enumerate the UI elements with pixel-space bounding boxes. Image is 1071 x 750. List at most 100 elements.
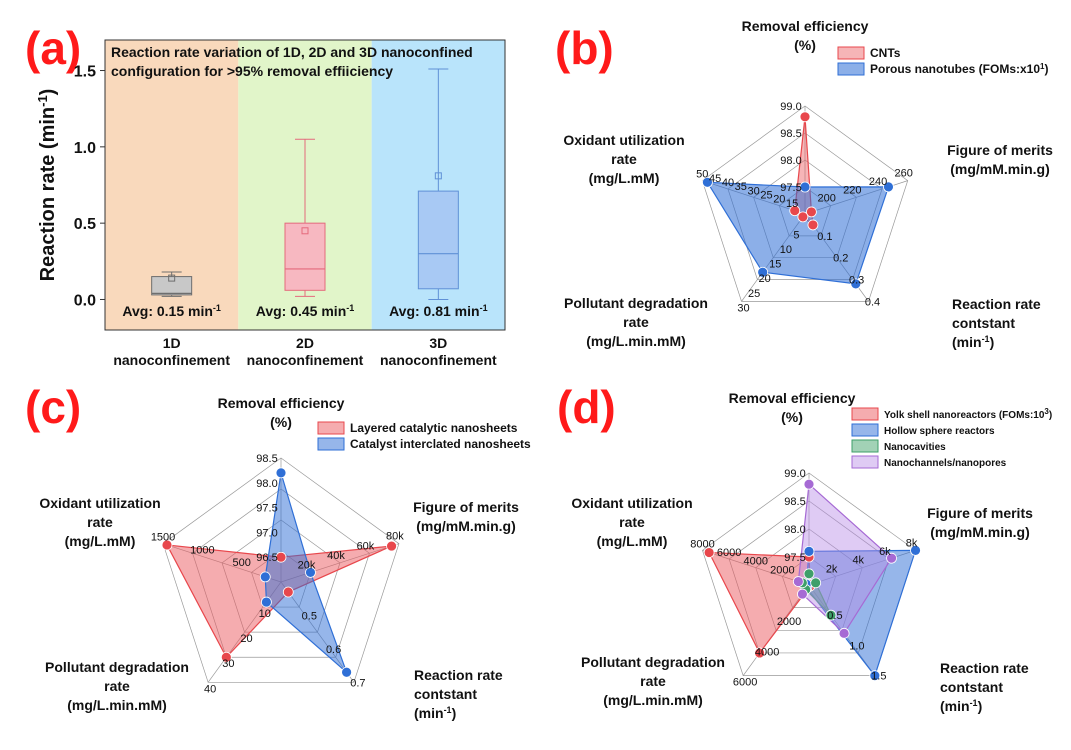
panel-a-title-line: configuration for >95% removal effiicien… bbox=[111, 63, 393, 79]
panel-c-letter: (c) bbox=[25, 381, 81, 433]
legend-label: Porous nanotubes (FOMs:x101) bbox=[870, 62, 1048, 77]
radar-tick-label: 0.1 bbox=[817, 231, 832, 243]
legend-swatch bbox=[851, 439, 879, 453]
radar-point bbox=[275, 467, 287, 479]
radar-axis-label: Figure of merits bbox=[927, 505, 1033, 521]
radar-tick-label: 10 bbox=[780, 244, 792, 256]
radar-axis-label: (mg/mM.min.g) bbox=[930, 524, 1030, 540]
radar-axis-label: Removal efficiency bbox=[742, 18, 869, 34]
radar-axis-label: Removal efficiency bbox=[729, 390, 856, 406]
radar-tick-label: 2000 bbox=[777, 616, 801, 628]
radar-tick-label: 8000 bbox=[690, 538, 714, 550]
panel-a-xtick-label: 1D bbox=[163, 335, 181, 351]
radar-axis-label: Reaction rate bbox=[952, 296, 1041, 312]
radar-tick-label: 98.0 bbox=[780, 155, 801, 167]
radar-tick-label: 98.5 bbox=[780, 128, 801, 140]
radar-tick-label: 0.6 bbox=[326, 644, 341, 656]
legend-swatch bbox=[317, 421, 345, 435]
radar-tick-label: 20k bbox=[298, 559, 316, 571]
radar-tick-label: 4000 bbox=[755, 646, 779, 658]
panel-a-frame bbox=[104, 39, 506, 331]
radar-point bbox=[910, 544, 921, 556]
radar-axis-label: Removal efficiency bbox=[218, 395, 345, 411]
legend-swatch bbox=[837, 46, 865, 60]
panel-a-xtick-label: 2D bbox=[296, 335, 314, 351]
radar-tick-label: 0.5 bbox=[302, 610, 317, 622]
radar-tick-label: 50 bbox=[696, 169, 708, 181]
radar-tick-label: 0.2 bbox=[833, 253, 848, 265]
radar-tick-label: 0.3 bbox=[849, 275, 864, 287]
radar-axis-label: (%) bbox=[781, 409, 803, 425]
panel-a-xtick-label: 3D bbox=[429, 335, 447, 351]
radar-axis-label: (mg/L.mM) bbox=[65, 533, 136, 549]
radar-gridline bbox=[728, 500, 890, 654]
radar-point bbox=[386, 540, 397, 552]
radar-tick-label: 98.0 bbox=[256, 478, 277, 490]
radar-tick-label: 30 bbox=[748, 185, 760, 197]
radar-tick-label: 6k bbox=[879, 546, 891, 558]
radar-axis-label: Reaction rate bbox=[940, 660, 1029, 676]
radar-axis-label: contstant bbox=[952, 315, 1015, 331]
legend-swatch bbox=[851, 407, 879, 421]
radar-tick-label: 40k bbox=[327, 550, 345, 562]
radar-tick-label: 40 bbox=[722, 177, 734, 189]
radar-point bbox=[702, 176, 713, 188]
radar-axis-label: (mg/mM.min.g) bbox=[950, 161, 1050, 177]
radar-tick-label: 220 bbox=[843, 184, 861, 196]
radar-axis-label: Reaction rate bbox=[414, 667, 503, 683]
radar-tick-label: 5 bbox=[793, 230, 799, 242]
radar-axis-label: rate bbox=[611, 151, 637, 167]
radar-axis-label: contstant bbox=[940, 679, 1003, 695]
radar-point bbox=[754, 647, 766, 659]
radar-tick-label: 97.5 bbox=[256, 503, 277, 515]
radar-axis-label: Oxidant utilization bbox=[563, 132, 684, 148]
radar-axis-label: (mg/L.mM) bbox=[597, 533, 668, 549]
radar-tick-label: 200 bbox=[817, 193, 835, 205]
radar-tick-label: 45 bbox=[709, 173, 721, 185]
legend-label: Nanochannels/nanopores bbox=[884, 458, 1007, 469]
radar-tick-label: 97.5 bbox=[784, 552, 805, 564]
radar-tick-label: 4000 bbox=[743, 556, 767, 568]
panel-a-ytick-label: 0.5 bbox=[74, 216, 96, 233]
legend-label: CNTs bbox=[870, 46, 901, 60]
legend-label: Yolk shell nanoreactors (FOMs:103) bbox=[884, 407, 1052, 422]
radar-tick-label: 98.0 bbox=[784, 524, 805, 536]
radar-point bbox=[792, 576, 804, 587]
radar-point bbox=[797, 588, 808, 600]
radar-tick-label: 96.5 bbox=[256, 552, 277, 564]
radar-tick-label: 1.5 bbox=[871, 671, 886, 683]
radar-tick-label: 40 bbox=[204, 683, 216, 695]
radar-tick-label: 6000 bbox=[717, 547, 741, 559]
radar-tick-label: 20 bbox=[773, 194, 785, 206]
radar-tick-label: 0.7 bbox=[350, 677, 365, 689]
radar-axis-label: Pollutant degradation bbox=[45, 659, 189, 675]
radar-tick-label: 99.0 bbox=[784, 468, 805, 480]
legend-swatch bbox=[837, 62, 865, 76]
radar-tick-label: 1500 bbox=[151, 532, 175, 544]
panel-a-letter: (a) bbox=[25, 22, 81, 74]
radar-point bbox=[806, 206, 817, 218]
radar-gridline bbox=[701, 105, 909, 302]
radar-axis-label: (mg/L.min.mM) bbox=[603, 692, 703, 708]
radar-tick-label: 99.0 bbox=[780, 101, 801, 113]
radar-tick-label: 10 bbox=[259, 608, 271, 620]
radar-tick-label: 4k bbox=[852, 555, 864, 567]
panel-a-ylabel: Reaction rate (min-1) bbox=[35, 89, 60, 282]
panel-a-avg-label: Avg: 0.15 min-1 bbox=[122, 303, 221, 319]
radar-point bbox=[838, 627, 850, 639]
radar-tick-label: 98.5 bbox=[256, 453, 277, 465]
panel-a-box bbox=[417, 190, 459, 290]
radar-tick-label: 25 bbox=[748, 288, 760, 300]
radar-point bbox=[850, 278, 862, 290]
radar-axis-label: (min-1) bbox=[940, 698, 982, 714]
radar-tick-label: 500 bbox=[233, 557, 251, 569]
radar-axis-label: (mg/mM.min.g) bbox=[416, 518, 516, 534]
radar-axis-label: Pollutant degradation bbox=[564, 295, 708, 311]
radar-point bbox=[803, 546, 815, 557]
radar-tick-label: 2000 bbox=[770, 564, 794, 576]
radar-axis-label: rate bbox=[640, 673, 666, 689]
radar-axis-label: rate bbox=[619, 514, 645, 530]
panel-a-xtick-label: nanoconfinement bbox=[380, 352, 497, 368]
radar-point bbox=[799, 111, 811, 123]
